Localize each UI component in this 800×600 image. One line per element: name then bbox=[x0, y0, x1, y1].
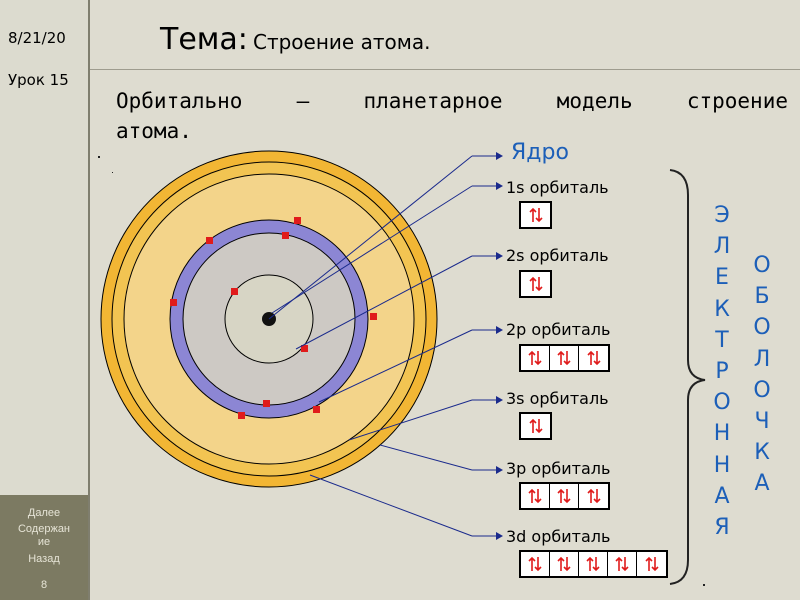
electron bbox=[370, 313, 377, 320]
shell-letter: Л bbox=[749, 344, 775, 375]
orbital-cells-2p bbox=[519, 344, 610, 372]
orbital-label-3p: 3р орбиталь bbox=[506, 459, 610, 478]
arrow-heads bbox=[496, 152, 503, 540]
electron bbox=[313, 406, 320, 413]
shell-letter: О bbox=[749, 312, 775, 343]
brace bbox=[670, 170, 705, 584]
paired-spin-arrows-icon bbox=[608, 552, 637, 576]
paired-spin-arrows-icon bbox=[550, 552, 579, 576]
shell-letter: Л bbox=[709, 231, 735, 262]
electron bbox=[263, 400, 270, 407]
electron bbox=[231, 288, 238, 295]
shell-letter: Э bbox=[709, 200, 735, 231]
shell-letter: Т bbox=[709, 325, 735, 356]
shell-letter: Я bbox=[709, 512, 735, 543]
electron bbox=[294, 217, 301, 224]
paired-spin-arrows-icon bbox=[521, 346, 550, 370]
shell-letter: К bbox=[749, 437, 775, 468]
shell-letter: Н bbox=[709, 450, 735, 481]
orbital-cells-1s bbox=[519, 201, 552, 229]
paired-spin-arrows-icon bbox=[550, 484, 579, 508]
paired-spin-arrows-icon bbox=[521, 414, 550, 438]
paired-spin-arrows-icon bbox=[521, 552, 550, 576]
paired-spin-arrows-icon bbox=[637, 552, 666, 576]
paired-spin-arrows-icon bbox=[579, 346, 608, 370]
shell-letter: О bbox=[709, 387, 735, 418]
paired-spin-arrows-icon bbox=[521, 272, 550, 296]
orbital-label-2s: 2s орбиталь bbox=[506, 246, 609, 265]
electron bbox=[170, 299, 177, 306]
paired-spin-arrows-icon bbox=[521, 484, 550, 508]
orbital-label-3s: 3s орбиталь bbox=[506, 389, 609, 408]
paired-spin-arrows-icon bbox=[579, 484, 608, 508]
orbital-cells-3s bbox=[519, 412, 552, 440]
orbital-cells-2s bbox=[519, 270, 552, 298]
shell-letter: Р bbox=[709, 356, 735, 387]
nucleus-label: Ядро bbox=[511, 140, 569, 165]
orbital-cells-3p bbox=[519, 482, 610, 510]
shell-letter: Н bbox=[709, 418, 735, 449]
electron bbox=[282, 232, 289, 239]
shell-letter: О bbox=[749, 375, 775, 406]
shell-letter: Е bbox=[709, 262, 735, 293]
shell-letter: Ч bbox=[749, 406, 775, 437]
paired-spin-arrows-icon bbox=[550, 346, 579, 370]
electron bbox=[206, 237, 213, 244]
paired-spin-arrows-icon bbox=[579, 552, 608, 576]
orbital-label-2p: 2р орбиталь bbox=[506, 320, 610, 339]
orbital-cells-3d bbox=[519, 550, 668, 578]
shell-letter: Б bbox=[749, 281, 775, 312]
orbital-label-3d: 3d орбиталь bbox=[506, 527, 610, 546]
electron bbox=[238, 412, 245, 419]
paired-spin-arrows-icon bbox=[521, 203, 550, 227]
orbital-label-1s: 1s орбиталь bbox=[506, 178, 609, 197]
shell-letter: К bbox=[709, 294, 735, 325]
shell-letter: А bbox=[749, 468, 775, 499]
shell-letter: А bbox=[709, 481, 735, 512]
shell-letter: О bbox=[749, 250, 775, 281]
